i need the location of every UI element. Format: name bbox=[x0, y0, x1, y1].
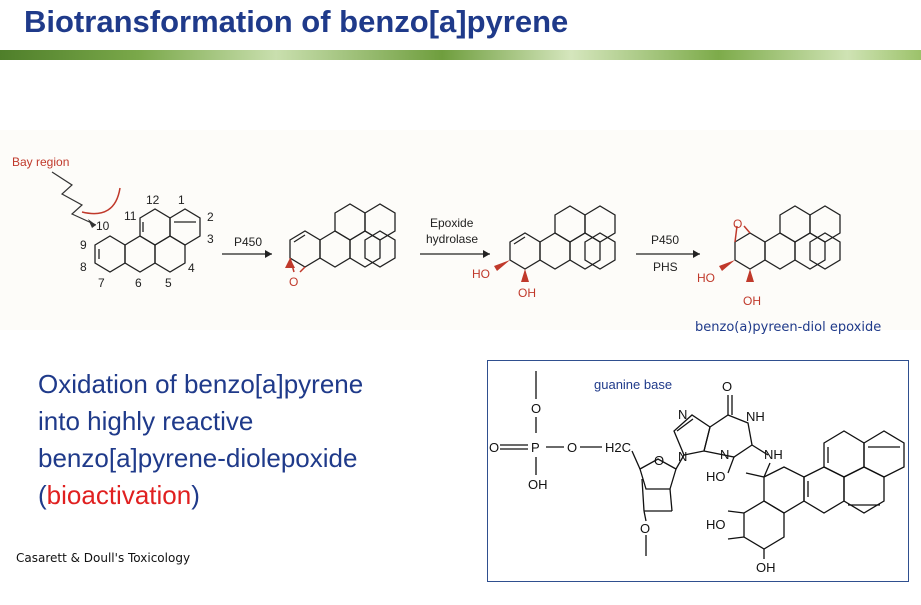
diol-epoxide-ring: O bbox=[733, 217, 751, 243]
diol-epoxide-oxygen: O bbox=[733, 217, 742, 231]
phosphate-double-oxygen: O bbox=[489, 440, 499, 455]
adduct-hydroxyl-bottom: OH bbox=[756, 560, 776, 575]
bpde-adduct-bonds bbox=[727, 430, 905, 559]
ring-number: 5 bbox=[165, 276, 172, 290]
ring-number: 6 bbox=[135, 276, 142, 290]
ring-number: 10 bbox=[96, 219, 110, 233]
title-underline-bar bbox=[0, 50, 921, 60]
arrow-1-enzyme: P450 bbox=[234, 235, 262, 249]
ring-number: 8 bbox=[80, 260, 87, 274]
guanine-n9: N bbox=[678, 449, 687, 464]
ring-number: 2 bbox=[207, 210, 214, 224]
guanine-n1h: NH bbox=[746, 409, 765, 424]
dihydrodiol-molecule bbox=[509, 205, 616, 270]
bay-region-arrow bbox=[51, 171, 97, 226]
methylene-group: H2C bbox=[605, 440, 631, 455]
guanine-base-label: guanine base bbox=[594, 377, 672, 392]
guanine-keto-oxygen: O bbox=[722, 379, 732, 394]
ring-number: 9 bbox=[80, 238, 87, 252]
hydroxyl-bottom: OH bbox=[518, 286, 536, 300]
main-explanation: Oxidation of benzo[a]pyrene into highly … bbox=[38, 366, 468, 514]
sugar-ring-bonds bbox=[631, 450, 685, 556]
benzo-a-pyrene-molecule bbox=[94, 208, 201, 273]
arrow-2-enzyme-line1: Epoxide bbox=[430, 216, 474, 230]
bay-region-arc bbox=[81, 187, 121, 215]
sugar-3-prime-oxygen: O bbox=[640, 521, 650, 536]
hydroxyl-left: HO bbox=[697, 271, 715, 285]
citation: Casarett & Doull's Toxicology bbox=[16, 551, 191, 565]
adduct-hydroxyl: HO bbox=[706, 517, 726, 532]
main-text-line: Oxidation of benzo[a]pyrene bbox=[38, 369, 364, 399]
hydroxyl-bottom: OH bbox=[743, 294, 761, 308]
phosphorus-atom: P bbox=[531, 440, 540, 455]
phosphate-hydroxyl: OH bbox=[528, 477, 548, 492]
main-text-line: benzo[a]pyrene-diolepoxide bbox=[38, 443, 358, 473]
ring-number: 1 bbox=[178, 193, 185, 207]
product-label: benzo(a)pyreen-diol epoxide bbox=[695, 320, 882, 335]
reaction-scheme-drawing: Bay region 1 2 3 4 5 6 7 8 9 10 11 1 bbox=[12, 155, 841, 308]
arrow-2-enzyme-line2: hydrolase bbox=[426, 232, 478, 246]
ring-number: 7 bbox=[98, 276, 105, 290]
ring-number-labels: 1 2 3 4 5 6 7 8 9 10 11 12 bbox=[80, 193, 214, 290]
epoxide-ring: O bbox=[285, 257, 306, 289]
main-text-line: (bioactivation) bbox=[38, 477, 468, 514]
ring-number: 11 bbox=[124, 209, 137, 223]
close-paren: ) bbox=[191, 480, 200, 510]
epoxide-oxygen: O bbox=[289, 275, 298, 289]
arrow-3-enzyme-bottom: PHS bbox=[653, 260, 678, 274]
hydroxyl-wedge bbox=[719, 260, 735, 271]
open-paren: ( bbox=[38, 480, 47, 510]
dna-adduct-structure: guanine base O P O O OH H2C O O bbox=[489, 371, 905, 575]
phosphate-oxygen-top: O bbox=[531, 401, 541, 416]
hydroxyl-wedge bbox=[746, 269, 754, 282]
ring-number: 12 bbox=[146, 193, 160, 207]
epoxide-molecule bbox=[289, 203, 396, 268]
phosphate-bridge-oxygen: O bbox=[567, 440, 577, 455]
reaction-arrow-3-head bbox=[693, 250, 700, 258]
slide-title: Biotransformation of benzo[a]pyrene bbox=[24, 4, 569, 39]
ring-number: 3 bbox=[207, 232, 214, 246]
hydroxyl-wedge bbox=[494, 260, 510, 271]
main-text-line: into highly reactive bbox=[38, 406, 254, 436]
bay-region-label: Bay region bbox=[12, 155, 69, 169]
reaction-arrow-2-head bbox=[483, 250, 490, 258]
arrow-3-enzyme-top: P450 bbox=[651, 233, 679, 247]
hydroxyl-wedge bbox=[521, 269, 529, 282]
reaction-arrow-1-head bbox=[265, 250, 272, 258]
ring-number: 4 bbox=[188, 261, 195, 275]
bioactivation-highlight: bioactivation bbox=[46, 480, 192, 510]
diol-epoxide-molecule bbox=[734, 205, 841, 270]
hydroxyl-left: HO bbox=[472, 267, 490, 281]
guanine-ring-bonds bbox=[673, 395, 769, 474]
adduct-hydroxyl: HO bbox=[706, 469, 726, 484]
guanine-n3: N bbox=[720, 447, 729, 462]
exocyclic-nh-link: NH bbox=[764, 447, 783, 462]
sugar-ring-oxygen: O bbox=[654, 453, 664, 468]
bay-region-arrowhead bbox=[88, 219, 96, 228]
phosphate-bonds bbox=[500, 371, 602, 475]
reaction-scheme: Bay region 1 2 3 4 5 6 7 8 9 10 11 1 bbox=[0, 130, 921, 330]
dna-adduct-box: guanine base O P O O OH H2C O O bbox=[487, 360, 909, 582]
guanine-n7: N bbox=[678, 407, 687, 422]
